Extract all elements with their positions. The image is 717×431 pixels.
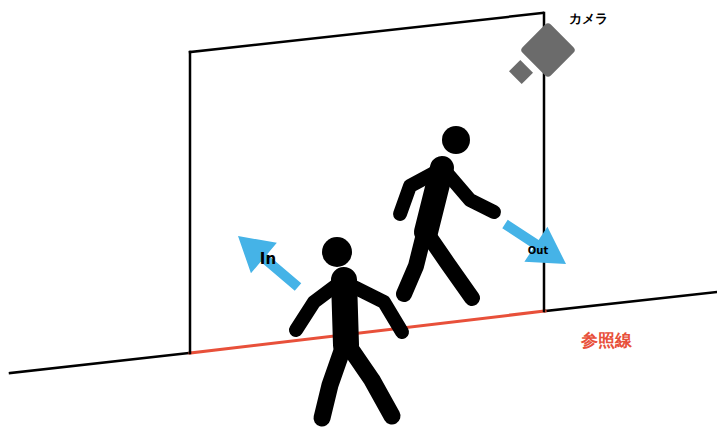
camera-lens bbox=[509, 60, 533, 84]
reference-line bbox=[190, 311, 545, 353]
person-limb bbox=[296, 284, 338, 330]
person-limb bbox=[400, 172, 436, 214]
walking-person bbox=[296, 237, 402, 418]
out-arrow bbox=[502, 220, 566, 264]
camera-label: カメラ bbox=[569, 12, 608, 26]
out-label: Out bbox=[528, 245, 548, 256]
in-arrow bbox=[238, 236, 301, 291]
door-frame bbox=[190, 13, 543, 52]
reference-line-label: 参照線 bbox=[581, 331, 632, 350]
walking-person bbox=[400, 126, 494, 298]
person-head bbox=[442, 126, 470, 154]
person-limb bbox=[426, 232, 472, 298]
person-limb bbox=[348, 345, 392, 416]
person-head bbox=[322, 237, 352, 267]
door-frame bbox=[189, 52, 192, 353]
person-limb bbox=[322, 345, 344, 418]
camera-icon bbox=[509, 22, 576, 84]
floor-line bbox=[10, 353, 190, 373]
person-limb bbox=[446, 172, 494, 212]
in-label: In bbox=[260, 251, 276, 268]
person-limb bbox=[352, 286, 402, 332]
person-limb bbox=[344, 280, 346, 345]
person-limb bbox=[404, 234, 424, 294]
floor-line bbox=[545, 292, 717, 311]
